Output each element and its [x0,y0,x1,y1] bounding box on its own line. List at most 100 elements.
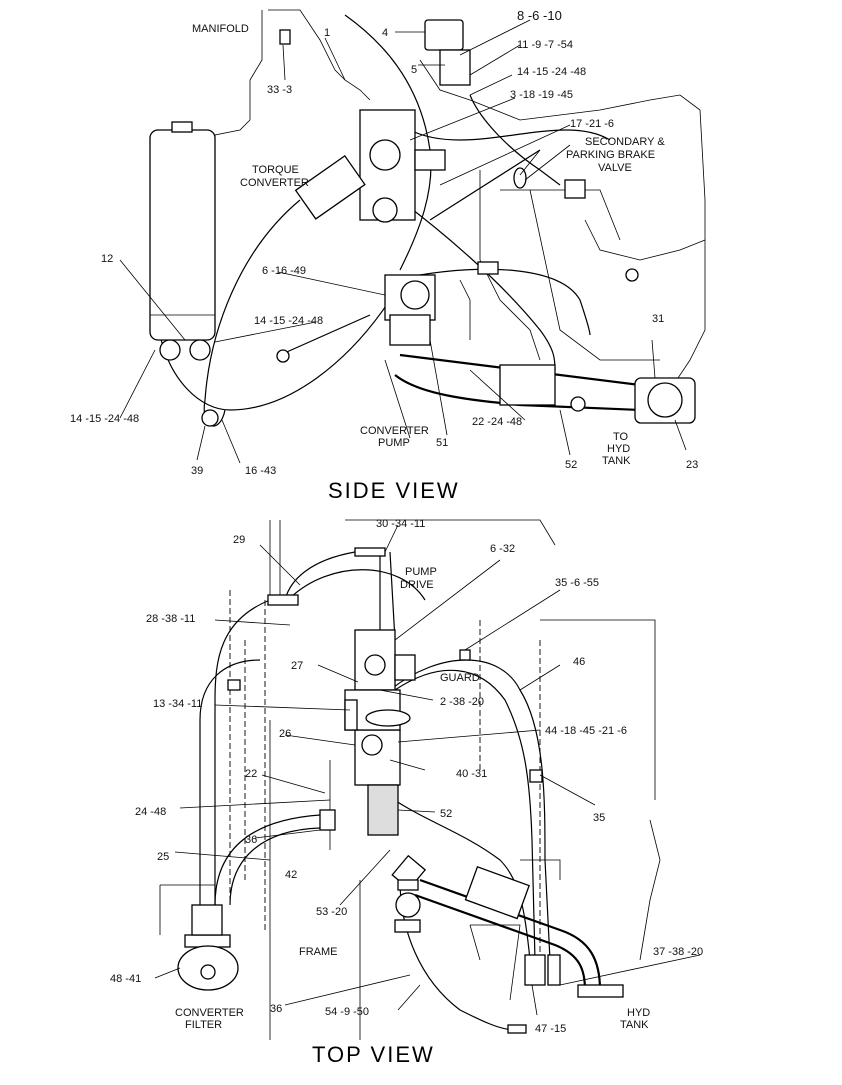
hose-sleeve-51 [499,364,556,406]
top-view-title: TOP VIEW [312,1042,435,1067]
leader-lines-side [119,19,687,464]
fitting-47 [524,954,546,986]
label-converter-filter-2: FILTER [185,1019,222,1031]
guard-ring [365,709,411,727]
hose-46 [389,659,551,961]
label-secondary-1: SECONDARY & [585,136,665,148]
callout-39: 39 [191,465,203,477]
callout-30-34-11: 30 -34 -11 [376,518,425,530]
callout-54-9-50: 54 -9 -50 [325,1006,369,1018]
callout-40-31: 40 -31 [456,768,487,780]
hose-upper-right [469,94,561,186]
label-pump-drive-2: DRIVE [400,579,434,591]
callout-14-15-24-48-mid: 14 -15 -24 -48 [254,315,323,327]
hose-torque-line [409,129,611,141]
callout-48-41: 48 -41 [110,973,141,985]
callout-5: 5 [411,64,417,76]
callout-1: 1 [324,27,330,39]
label-converter-filter-1: CONVERTER [175,1007,244,1019]
filter-head [184,934,231,948]
fitting-53 [395,892,421,918]
callout-24-48: 24 -48 [135,806,166,818]
callout-25: 25 [157,851,169,863]
hose-25 [199,659,261,905]
callout-17-21-6: 17 -21 -6 [570,118,614,130]
callout-2-38-20: 2 -38 -20 [440,696,484,708]
label-pump-drive-1: PUMP [405,566,437,578]
hose-filter-return [159,299,391,411]
callout-53-20: 53 -20 [316,906,347,918]
callout-33-3: 33 -3 [267,84,292,96]
label-torque-2: CONVERTER [240,177,309,189]
frame-outline [459,170,660,361]
hose-pump-drive [379,551,396,641]
frame-dashed-right [479,620,541,960]
label-converter-pump-2: PUMP [378,437,410,449]
hose-pump-right [419,268,591,336]
hose-pump-to-frame [399,199,556,371]
callout-22-24-48: 22 -24 -48 [472,416,522,428]
callout-35-6-55: 35 -6 -55 [555,577,599,589]
hose-loop-left [203,199,301,427]
label-guard: GUARD [440,672,480,684]
side-view: MANIFOLD 1 4 5 8 -6 -10 11 -9 -7 -54 14 … [70,8,706,503]
hose-35 [394,669,536,961]
hose-diagonal [429,149,541,221]
hose-to-fitting [279,314,371,356]
callout-47-15: 47 -15 [535,1023,566,1035]
label-hyd-tank-1: HYD [627,1007,650,1019]
hose-28 [214,599,271,905]
label-torque-1: TORQUE [252,164,299,176]
callout-35: 35 [593,812,605,824]
callout-31: 31 [652,313,664,325]
label-converter-pump-1: CONVERTER [360,425,429,437]
filter-port-right [189,339,211,361]
callout-46: 46 [573,656,585,668]
callout-37-38-20: 37 -38 -20 [653,946,703,958]
callout-12: 12 [101,253,113,265]
part-4-accumulator [424,19,464,51]
tube-top-to-tank-a [419,878,602,991]
callout-14-15-24-48-top: 14 -15 -24 -48 [517,66,586,78]
callout-27: 27 [291,660,303,672]
callout-44-18-45-21-6: 44 -18 -45 -21 -6 [545,725,627,737]
part-52 [367,784,399,836]
callout-52-side: 52 [565,459,577,471]
callout-28-38-11: 28 -38 -11 [146,613,195,625]
label-to-hyd-2: HYD [607,443,630,455]
callout-13-34-11: 13 -34 -11 [153,698,202,710]
callout-3-18-19-45: 3 -18 -19 -45 [510,89,573,101]
side-view-title: SIDE VIEW [328,478,460,503]
hose-29 [284,551,426,601]
label-secondary-3: VALVE [598,162,632,174]
hyd-tank-fitting [577,984,624,998]
callout-4: 4 [382,27,388,39]
callout-22: 22 [245,768,257,780]
hose-36-42 [214,814,321,906]
label-secondary-2: PARKING BRAKE [566,149,655,161]
tube-top-to-tank-b [414,893,587,991]
label-manifold: MANIFOLD [192,23,249,35]
engine-outline [214,9,706,391]
callout-14-15-24-48-left: 14 -15 -24 -48 [70,413,139,425]
torque-converter-fitting [294,154,366,220]
label-to-hyd-1: TO [613,431,629,443]
top-view: 30 -34 -11 29 6 -32 PUMP DRIVE 35 -6 -55… [110,518,703,1067]
label-to-hyd-3: TANK [602,455,631,467]
callout-36-b: 36 [270,1003,282,1015]
callout-29: 29 [233,534,245,546]
callout-8-6-10: 8 -6 -10 [517,8,562,23]
filter-cap [171,121,193,133]
clamp-39 [201,409,219,427]
callout-6-16-49: 6 -16 -49 [262,265,306,277]
hose-sleeve-top [464,865,530,920]
callout-51: 51 [436,437,448,449]
label-hyd-tank-2: TANK [620,1019,649,1031]
frame-dashed-left [229,590,266,930]
leader-lines-top [154,524,701,1016]
callout-16-43: 16 -43 [245,465,276,477]
filter-port-left [159,339,181,361]
callout-42: 42 [285,869,297,881]
